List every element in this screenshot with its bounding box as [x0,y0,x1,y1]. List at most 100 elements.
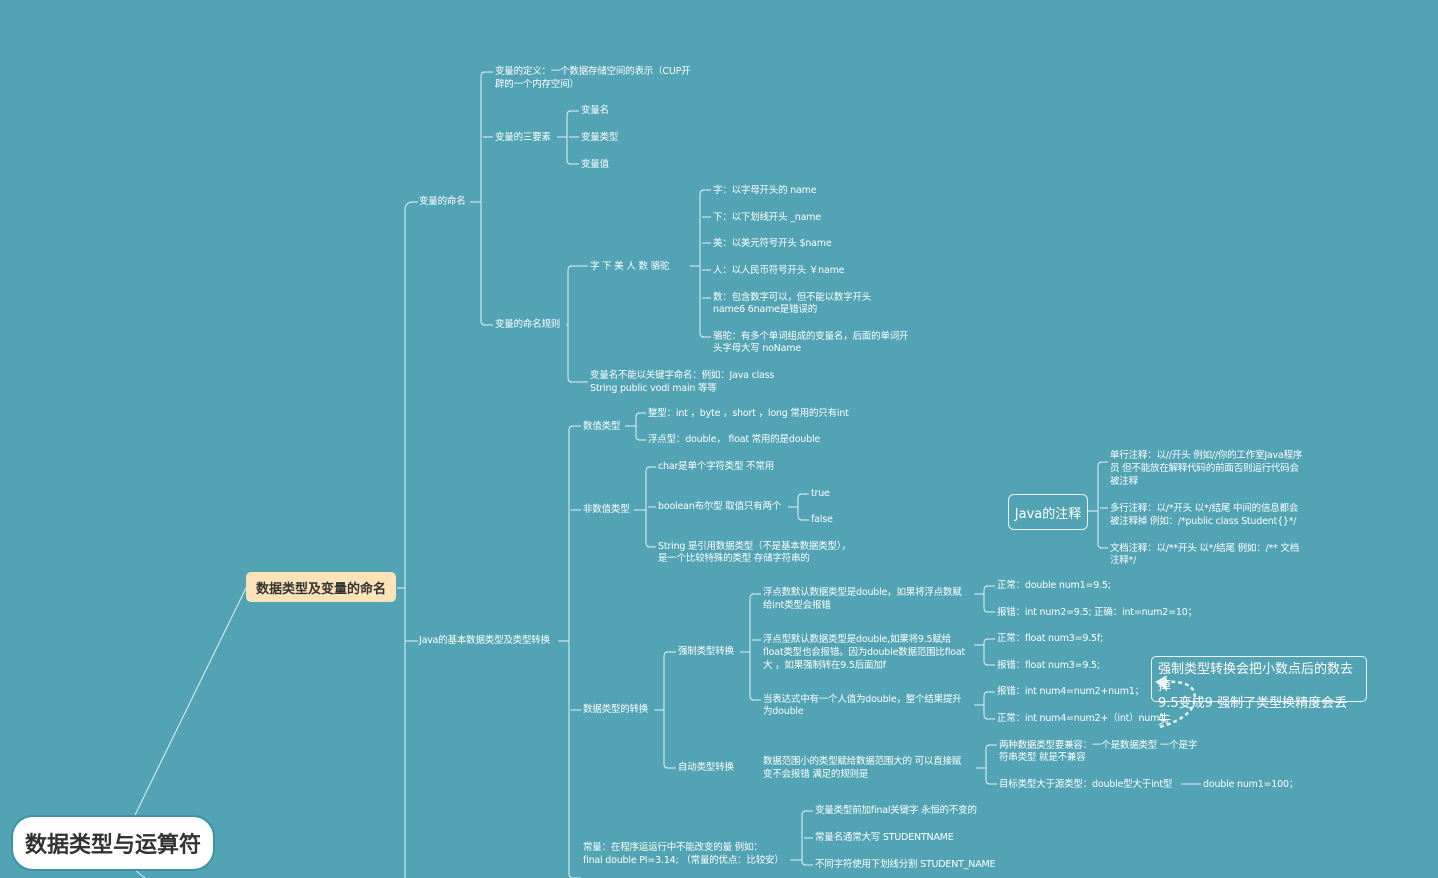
auto-example[interactable]: double num1=100； [1203,779,1299,790]
forced-conversion-node[interactable]: 强制类型转换 [678,646,734,657]
note-line-1: 强制类型转换会把小数点后的数去掉 [1158,662,1354,694]
connector [645,510,651,548]
connector [699,189,705,266]
connector [567,325,573,383]
doc-comment-2[interactable]: 注释*/ [1110,555,1137,566]
boolean-type[interactable]: boolean布尔型 取值只有两个 [658,501,782,512]
definition-line-2[interactable]: 辟的一个内存空间） [495,79,579,90]
constant-node-line-1[interactable]: 常量：在程序运运行中不能改变的量 例如： [583,842,763,853]
element-value[interactable]: 变量值 [581,159,609,170]
connector [801,810,807,860]
connector [635,426,641,441]
single-line-comment-3[interactable]: 被注释 [1110,476,1138,487]
single-line-comment-2[interactable]: 员 但不能放在解释代码的前面否则运行代码会 [1110,463,1299,474]
auto-desc-line-1[interactable]: 数据范围小的类型赋给数据范围大的 可以直接赋 [763,756,962,767]
connector [749,593,755,652]
doc-comment-1[interactable]: 文档注释：以/**开头 以*/结尾 例如：/** 文档 [1110,543,1300,554]
forced-case2-line-3[interactable]: 大 ，如果强制转在9.5后面加f [763,660,886,671]
integer-types[interactable]: 整型：int ，byte ，short ，long 常用的只有int [648,408,849,419]
main-topic[interactable]: 数据类型及变量的命名 [246,572,396,602]
connector [566,137,572,165]
connector [404,201,418,878]
constant-underscore[interactable]: 不同字符使用下划线分割 STUDENT_NAME [815,859,996,870]
compatible-rule-line-1[interactable]: 两种数据类型要兼容：一个是数据类型 一个是字 [999,740,1198,751]
forced-conversion-note[interactable]: 强制类型转换会把小数点后的数去掉 9.5变成9 强制了类型换精度会丢失 [1151,656,1367,728]
element-name[interactable]: 变量名 [581,105,609,116]
element-type[interactable]: 变量类型 [581,132,619,143]
boolean-true[interactable]: true [811,488,830,499]
non-numeric-node[interactable]: 非数值类型 [583,504,630,515]
rule-camel-line-1[interactable]: 骆驼：有多个单词组成的变量名，后面的单词开 [713,331,909,342]
naming-node[interactable]: 变量的命名 [419,196,466,207]
float-types[interactable]: 浮点型：double， float 常用的是double [648,434,821,445]
note-line-2: 9.5变成9 强制了类型换精度会丢失 [1158,696,1348,728]
multi-line-comment-1[interactable]: 多行注释：以/*开头 以*/结尾 中间的信息都会 [1110,503,1299,514]
keyword-rule-line-1[interactable]: 变量名不能以关键字命名：例如：Java class [590,370,775,381]
connector [983,645,989,666]
connector [983,691,989,705]
connector [663,651,669,710]
multi-line-comment-2[interactable]: 被注释掉 例如：/*public class Student{}*/ [1110,516,1297,527]
case3-normal[interactable]: 正常：int num4=num2+（int）num1； [997,713,1175,724]
forced-case1-line-1[interactable]: 浮点数默认数据类型是double，如果将浮点数赋 [763,587,962,598]
three-elements-node[interactable]: 变量的三要素 [495,132,551,143]
comments-node[interactable]: Java的注释 [1008,494,1088,530]
connector [663,710,669,769]
case2-error[interactable]: 报错：float num3=9.5; [997,660,1100,671]
case1-error[interactable]: 报错：int num2=9.5; 正确：int=num2=10； [997,607,1197,618]
rule-dollar[interactable]: 美：以美元符号开头 $name [713,238,832,249]
string-type-line-2[interactable]: 是一个比较特殊的类型 存储字符串的 [658,553,810,564]
mnemonic-node[interactable]: 字 下 美 人 数 骆驼 [590,261,670,272]
connector [568,425,574,641]
root-topic[interactable]: 数据类型与运算符 [11,815,215,871]
rule-rmb[interactable]: 人：以人民币符号开头 ￥name [713,265,845,276]
rule-digit-line-1[interactable]: 数：包含数字可以，但不能以数字开头 [713,292,872,303]
case1-normal[interactable]: 正常：double num1=9.5; [997,580,1111,591]
numeric-node[interactable]: 数值类型 [583,421,621,432]
constant-node-line-2[interactable]: final double PI=3.14; （常量的优点：比较安） [583,855,784,866]
constant-final[interactable]: 变量类型前加final关键字 永恒的不变的 [815,805,977,816]
connector [1097,511,1103,549]
forced-case3-line-2[interactable]: 为double [763,706,804,717]
connector [983,594,989,613]
case2-normal[interactable]: 正常：float num3=9.5f; [997,633,1104,644]
forced-case1-line-2[interactable]: 给int类型会报错 [763,600,831,611]
connector [801,860,807,866]
connector [983,585,989,594]
connector [567,265,573,325]
connector [749,652,755,701]
keyword-rule-line-2[interactable]: String public vodi main 等等 [590,383,717,394]
target-larger-rule[interactable]: 目标类型大于源类型：double型大于int型 [999,779,1173,790]
auto-conversion-node[interactable]: 自动类型转换 [678,762,734,773]
compatible-rule-line-2[interactable]: 符串类型 就是不兼容 [999,752,1086,763]
connector [134,869,146,878]
string-type-line-1[interactable]: String 是引用数据类型（不是基本数据类型）， [658,541,851,552]
connector [797,507,803,521]
connector [568,641,574,878]
rule-camel-line-2[interactable]: 头字母大写 noName [713,343,801,354]
connector [134,587,247,816]
single-line-comment-1[interactable]: 单行注释：以//开头 例如//你的工作室Java程序 [1110,450,1303,461]
connector [1155,675,1167,690]
rule-underscore[interactable]: 下：以下划线开头 _name [713,212,821,223]
char-type[interactable]: char是单个字符类型 不常用 [658,461,774,472]
forced-case3-line-1[interactable]: 当表达式中有一个人值为double，整个结果提升 [763,694,962,705]
types-node[interactable]: Java的基本数据类型及类型转换 [419,635,550,646]
case3-error[interactable]: 报错：int num4=num2+num1； [997,686,1144,697]
forced-case2-line-1[interactable]: 浮点型默认数据类型是double,如果将9.5赋给 [763,634,952,645]
forced-case2-line-2[interactable]: float类型也会报错。因为double数据范围比float [763,647,966,658]
connector [797,493,803,507]
auto-desc-line-2[interactable]: 变不会报错 满足的规则是 [763,769,869,780]
rule-letter[interactable]: 字：以字母开头的 name [713,185,817,196]
constant-uppercase[interactable]: 常量名通常大写 STUDENTNAME [815,832,954,843]
boolean-false[interactable]: false [811,514,833,525]
connector [699,266,705,338]
rule-digit-line-2[interactable]: name6 6name是错误的 [713,304,817,315]
connector [983,705,989,720]
conversion-node[interactable]: 数据类型的转换 [583,704,649,715]
connector [635,412,641,426]
naming-rules-node[interactable]: 变量的命名规则 [495,319,561,330]
connector [985,768,991,785]
definition-line-1[interactable]: 变量的定义：一个数据存储空间的表示（CUP开 [495,66,691,77]
